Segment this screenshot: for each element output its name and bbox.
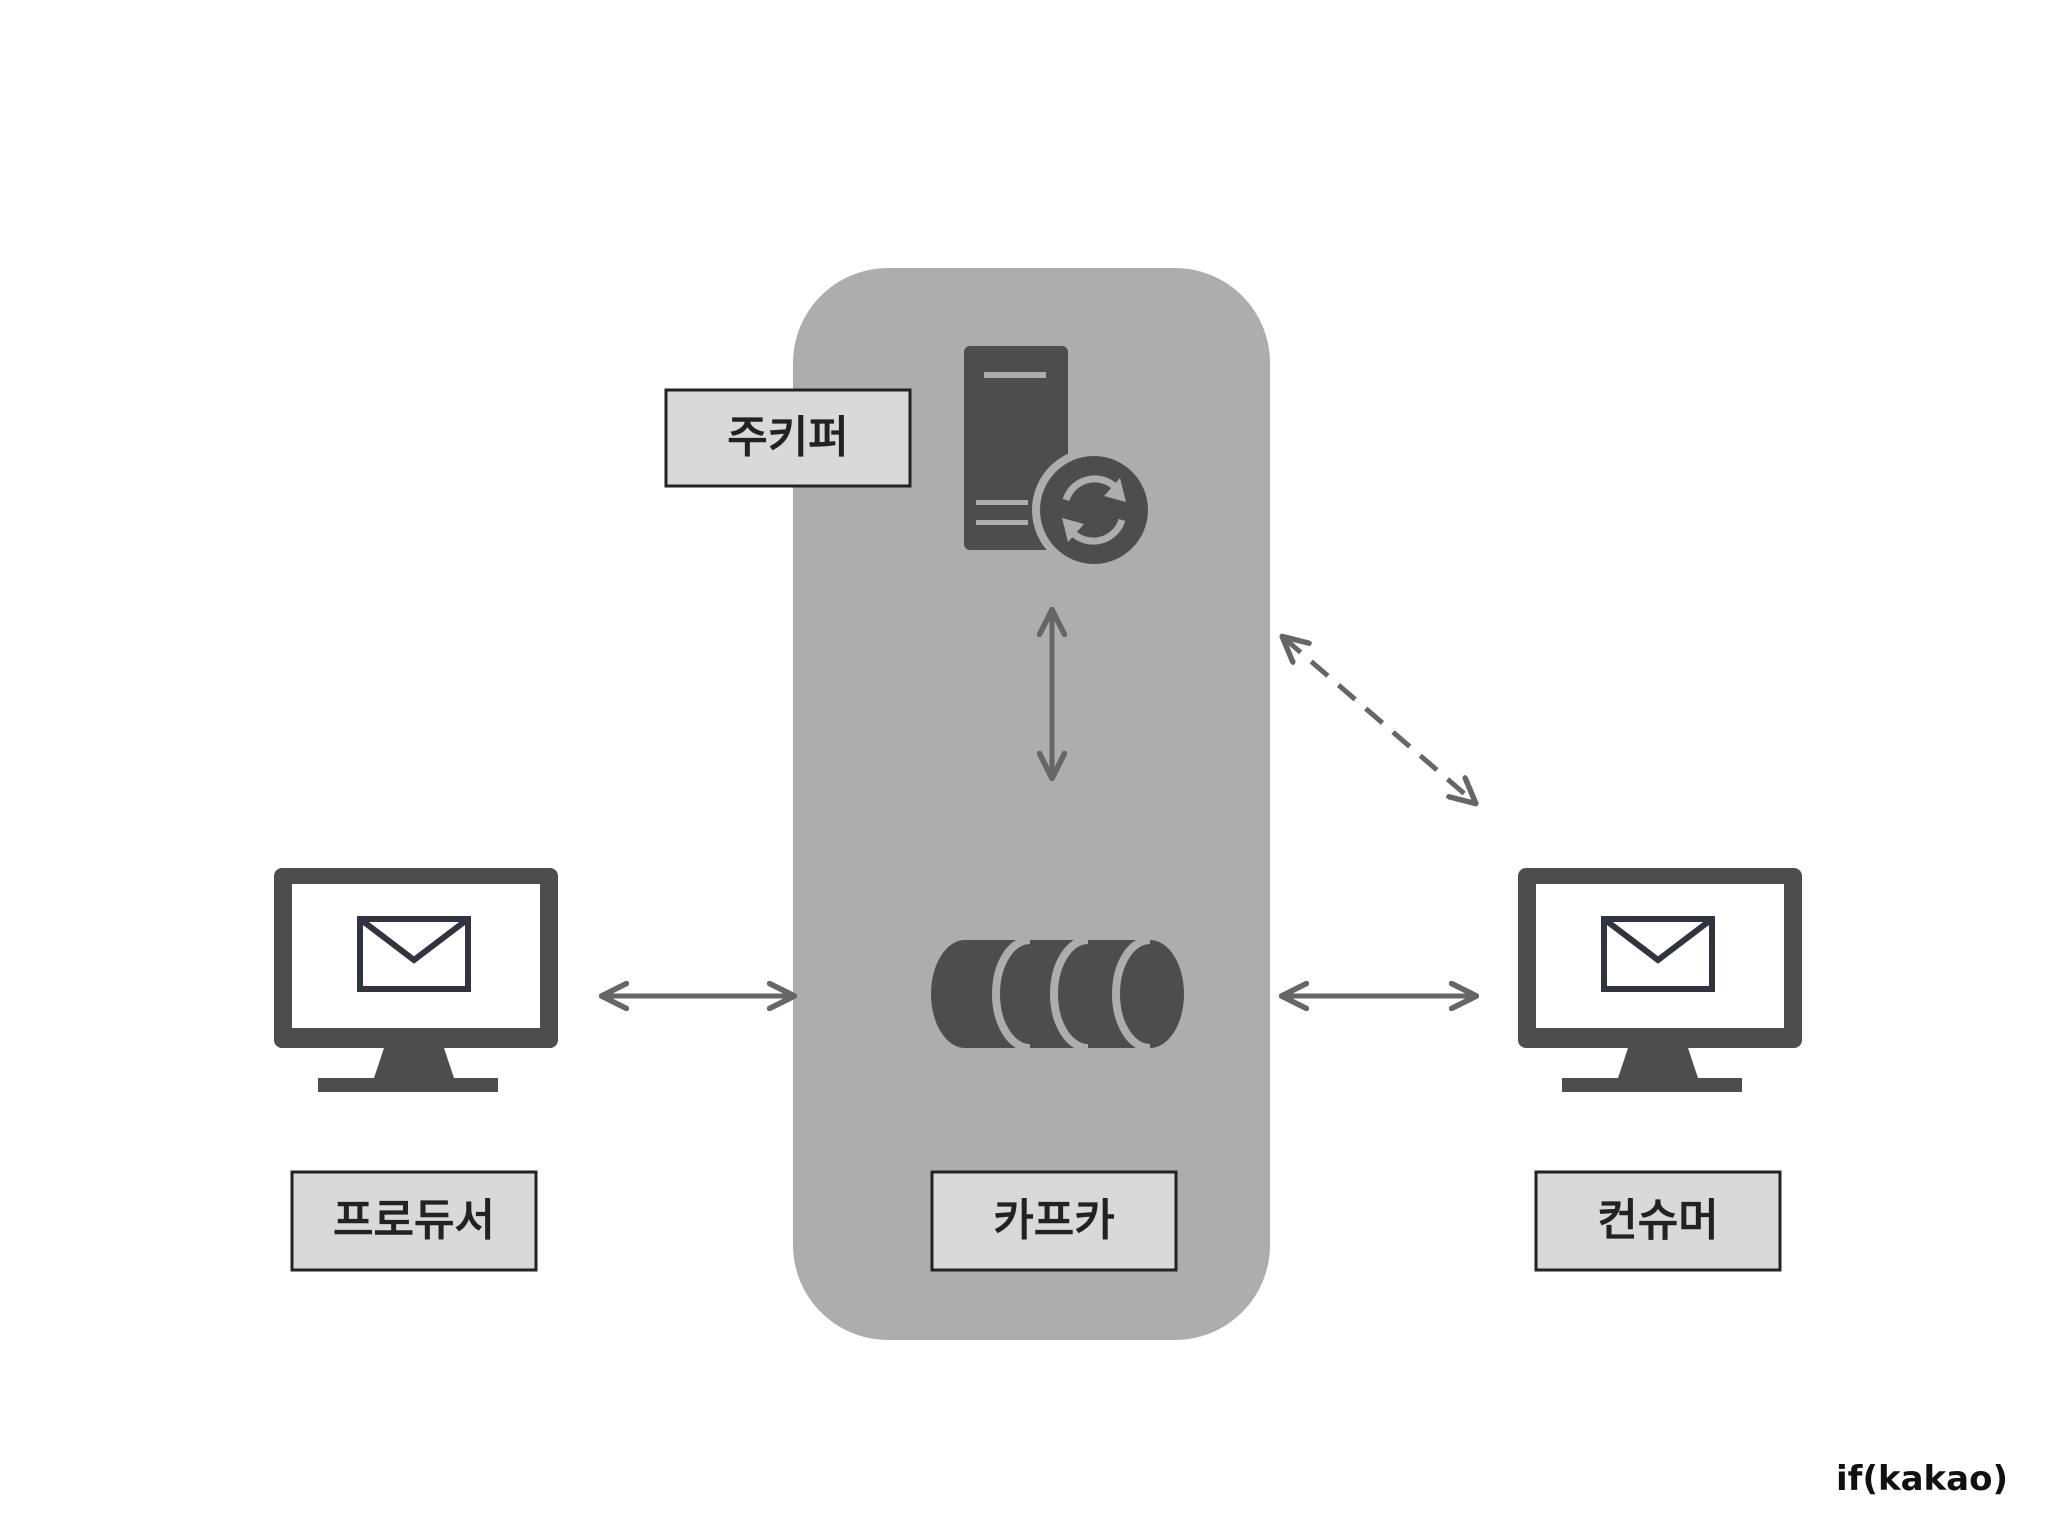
consumer-monitor-mail-icon bbox=[1518, 868, 1802, 1092]
zookeeper-label-text: 주키퍼 bbox=[727, 412, 848, 463]
zookeeper-consumer-dashed-arrow bbox=[1284, 638, 1474, 802]
kafka-label: 카프카 bbox=[930, 1170, 1178, 1272]
kafka-cluster-container bbox=[793, 268, 1270, 1340]
consumer-label: 컨슈머 bbox=[1534, 1170, 1782, 1272]
producer-monitor-mail-icon bbox=[274, 868, 558, 1092]
kafka-label-text: 카프카 bbox=[993, 1195, 1114, 1246]
brand-watermark: if(kakao) bbox=[1836, 1459, 2008, 1499]
zookeeper-label: 주키퍼 bbox=[664, 388, 912, 488]
producer-label-text: 프로듀서 bbox=[333, 1195, 495, 1246]
server-sync-icon bbox=[964, 346, 1156, 572]
consumer-label-text: 컨슈머 bbox=[1597, 1195, 1718, 1246]
producer-label: 프로듀서 bbox=[290, 1170, 538, 1272]
message-queue-cylinder-icon bbox=[931, 936, 1184, 1052]
